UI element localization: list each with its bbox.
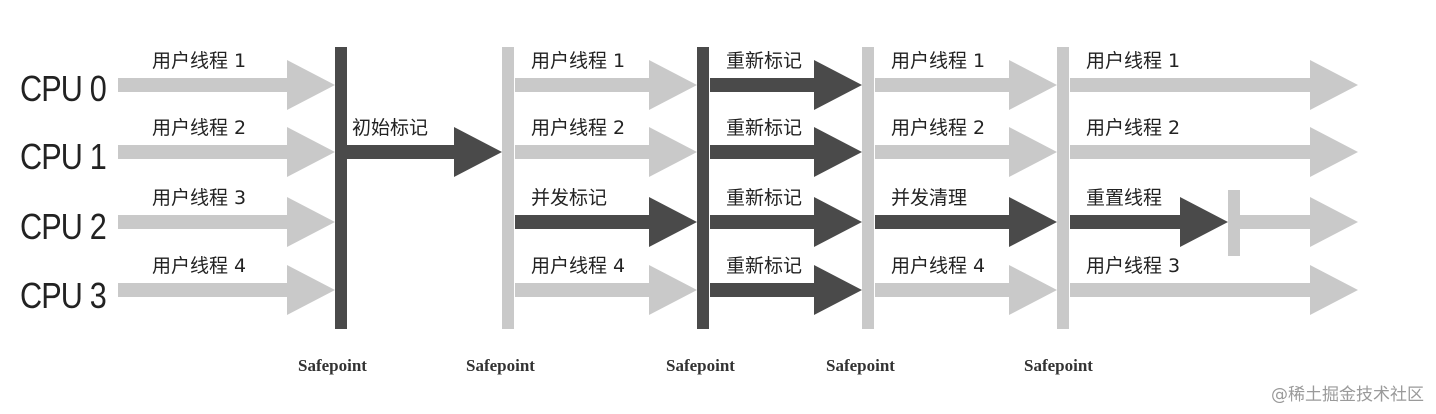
safepoint-label: Safepoint: [466, 356, 535, 375]
arrow-label: 用户线程 2: [891, 117, 985, 139]
watermark: @稀土掘金技术社区: [1271, 385, 1424, 405]
arrow-label: 重新标记: [726, 50, 802, 72]
dark-arrow: [710, 265, 862, 315]
safepoint-barrier: [335, 47, 347, 329]
arrow-label: 用户线程 3: [1086, 255, 1180, 277]
arrow-label: 重新标记: [726, 187, 802, 209]
safepoint-barrier: [1057, 47, 1069, 329]
arrow-label: 重置线程: [1086, 187, 1162, 209]
dark-arrow: [710, 197, 862, 247]
arrow-label: 并发标记: [531, 187, 607, 209]
arrow-label: 用户线程 1: [1086, 50, 1180, 72]
light-arrow: [1070, 60, 1358, 110]
dark-arrow: [710, 127, 862, 177]
safepoint-label: Safepoint: [666, 356, 735, 375]
cpu-label: CPU 3: [20, 275, 107, 316]
light-arrow: [875, 60, 1057, 110]
arrow-label: 并发清理: [891, 187, 967, 209]
light-arrow: [875, 265, 1057, 315]
thread-reset-barrier: [1228, 190, 1240, 256]
light-arrow: [515, 127, 697, 177]
arrow-label: 用户线程 2: [152, 117, 246, 139]
cpu-label: CPU 1: [20, 136, 107, 177]
light-arrow: [875, 127, 1057, 177]
arrow-label: 用户线程 3: [152, 187, 246, 209]
cpu-label: CPU 0: [20, 68, 107, 109]
light-arrow: [118, 127, 335, 177]
arrow-label: 用户线程 4: [531, 255, 625, 277]
light-arrow: [515, 60, 697, 110]
safepoint-barrier: [502, 47, 514, 329]
arrow-label: 用户线程 2: [1086, 117, 1180, 139]
light-arrow: [118, 60, 335, 110]
light-arrow: [118, 265, 335, 315]
dark-arrow: [875, 197, 1057, 247]
dark-arrow: [710, 60, 862, 110]
dark-arrow: [347, 127, 502, 177]
cpu-label: CPU 2: [20, 206, 107, 247]
safepoint-barrier: [862, 47, 874, 329]
arrow-label: 用户线程 1: [891, 50, 985, 72]
light-arrow: [1070, 127, 1358, 177]
dark-arrow: [515, 197, 697, 247]
light-arrow: [515, 265, 697, 315]
arrow-label: 用户线程 4: [152, 255, 246, 277]
arrow-label: 重新标记: [726, 117, 802, 139]
light-arrow: [1070, 265, 1358, 315]
dark-arrow: [1070, 197, 1228, 247]
arrow-label: 重新标记: [726, 255, 802, 277]
arrow-label: 用户线程 2: [531, 117, 625, 139]
safepoint-label: Safepoint: [826, 356, 895, 375]
safepoint-barrier: [697, 47, 709, 329]
light-arrow: [1240, 197, 1358, 247]
arrow-label: 用户线程 1: [531, 50, 625, 72]
arrow-label: 用户线程 1: [152, 50, 246, 72]
arrow-label: 初始标记: [352, 117, 428, 139]
safepoint-label: Safepoint: [1024, 356, 1093, 375]
light-arrow: [118, 197, 335, 247]
safepoint-label: Safepoint: [298, 356, 367, 375]
arrow-label: 用户线程 4: [891, 255, 985, 277]
